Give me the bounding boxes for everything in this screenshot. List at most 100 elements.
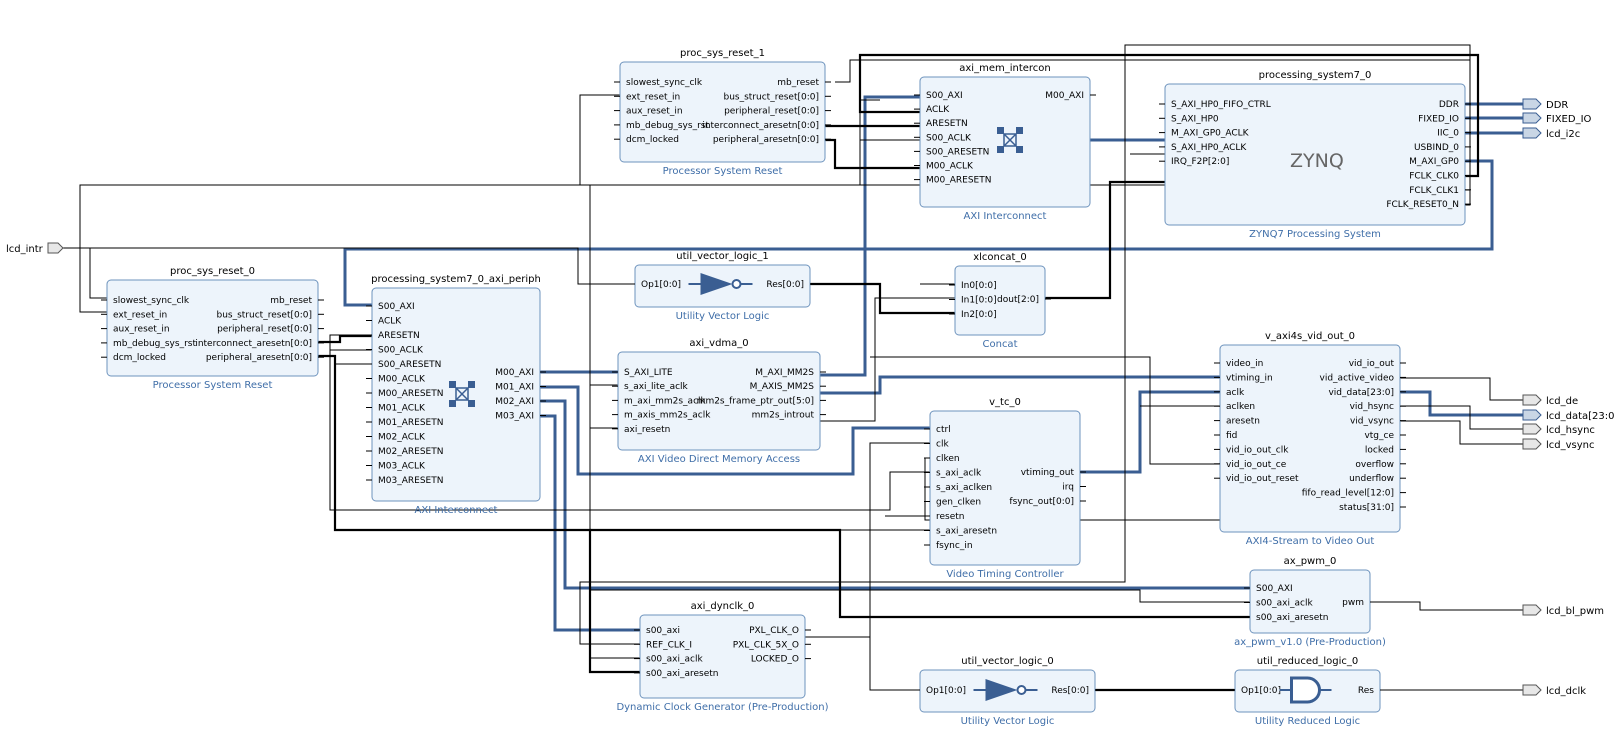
port-label: vid_io_out [1349,359,1395,369]
block-body[interactable] [929,410,1081,566]
net-vid-active[interactable] [1380,377,1525,401]
block-title: proc_sys_reset_0 [170,266,255,277]
block-body[interactable] [1219,344,1401,533]
block-body[interactable] [617,351,821,451]
bus-vdma-mm2s-to-mem-intercon[interactable] [820,95,920,377]
port-label: ARESETN [378,331,420,341]
bus-vtiming[interactable] [1075,390,1220,474]
port-label: aux_reset_in [626,107,683,117]
port-label: In0[0:0] [961,281,997,291]
ext-port-lcd-data[interactable]: lcd_data[23:0] [1522,409,1614,422]
block-ax-pwm-0[interactable]: ax_pwm_0ax_pwm_v1.0 (Pre-Production)S00_… [1234,556,1386,648]
ext-port-lcd-i2c[interactable]: lcd_i2c [1522,127,1580,140]
bus-lcd-data[interactable] [1380,390,1525,417]
port-label: vtiming_out [1021,468,1075,478]
block-body[interactable] [919,76,1091,208]
net-lcd-intr[interactable] [60,247,110,299]
block-body[interactable] [639,614,806,699]
port-label: mb_debug_sys_rst [113,339,196,349]
ext-port-ddr[interactable]: DDR [1522,98,1568,111]
block-title: processing_system7_0 [1259,70,1372,81]
port-label: ctrl [936,425,951,435]
block-subtitle: Video Timing Controller [946,569,1064,580]
block-body[interactable] [106,279,319,377]
block-body[interactable] [619,61,826,163]
port-label: aclk [1226,388,1245,398]
net-vid-vsync[interactable] [1380,420,1525,445]
block-body[interactable] [1164,83,1466,226]
net-pxl-clk-dclk[interactable] [869,637,920,691]
port-label: vtiming_in [1226,373,1273,383]
port-label: Op1[0:0] [926,686,966,696]
ext-port-lcd-intr[interactable]: lcd_intr [6,242,64,255]
port-label: fsync_in [936,541,973,551]
port-label: underflow [1349,474,1394,484]
port-label: IRQ_F2P[2:0] [1171,157,1229,167]
net-interconnect-aresetn-0[interactable] [318,334,372,344]
ext-port-lcd-bl-pwm[interactable]: lcd_bl_pwm [1522,604,1604,617]
port-label: Op1[0:0] [1241,686,1281,696]
bus-m01-to-vtc-ctrl[interactable] [540,385,930,476]
port-label: In2[0:0] [961,310,997,320]
ext-port-lcd-dclk[interactable]: lcd_dclk [1522,684,1586,697]
net-peripheral-aresetn-0[interactable] [318,354,640,674]
net-mm2s-introut[interactable] [820,297,955,422]
block-xlconcat-0[interactable]: xlconcat_0ConcatIn0[0:0]In1[0:0]In2[0:0]… [949,252,1051,350]
port-label: mb_reset [777,78,819,88]
port-label: clk [936,440,949,450]
port-label: gen_clken [936,498,981,508]
ext-port-lcd-hsync[interactable]: lcd_hsync [1522,423,1595,436]
bus-m03-to-dynclk[interactable] [540,414,640,632]
port-label: peripheral_aresetn[0:0] [713,135,819,145]
port-label: M01_ACLK [378,404,426,414]
port-label: vid_active_video [1320,373,1395,383]
block-body[interactable] [954,265,1046,336]
block-subtitle: Utility Vector Logic [961,716,1055,727]
block-subtitle: Dynamic Clock Generator (Pre-Production) [616,702,828,713]
port-label: M03_ARESETN [378,476,443,486]
net-pwm[interactable] [1360,601,1525,611]
block-title: v_tc_0 [989,397,1021,408]
port-label: PXL_CLK_O [749,626,799,636]
ext-port-fixed-io[interactable]: FIXED_IO [1522,112,1592,125]
bus-m02-to-pwm[interactable] [540,399,1250,590]
block-subtitle: AXI4-Stream to Video Out [1246,536,1375,547]
net-pxl-clk[interactable] [800,442,930,638]
port-label: overflow [1355,460,1394,470]
net-peripheral-aresetn-1[interactable] [825,138,920,170]
bus-axis-to-video-in[interactable] [820,375,1220,395]
ext-port-lcd-vsync[interactable]: lcd_vsync [1522,438,1595,451]
ext-port-lcd-de[interactable]: lcd_de [1522,394,1578,407]
bus-gp0-to-periph[interactable] [343,159,1494,307]
net-dout-irq[interactable] [1045,180,1165,300]
port-label: s00_axi [646,626,680,636]
net-vid-hsync[interactable] [1380,405,1525,430]
block-title: util_vector_logic_0 [961,656,1053,667]
net-lcd-intr-inv[interactable] [90,247,635,285]
port-label: M03_AXI [495,412,534,422]
net-pxl-clk-vid[interactable] [870,356,1220,465]
port-label: DDR [1439,100,1459,110]
net-fclk-clk0[interactable] [858,53,1480,178]
port-label: mb_debug_sys_rst [626,121,709,131]
net-aresetn-pwm[interactable] [590,528,1250,619]
port-label: vid_io_out_clk [1226,445,1289,455]
net-clk0-vtc[interactable] [590,471,930,511]
net-fclk-reset0[interactable] [835,59,1471,206]
net-reset-ext-psr1[interactable] [579,94,620,185]
port-label: LOCKED_O [751,655,799,665]
